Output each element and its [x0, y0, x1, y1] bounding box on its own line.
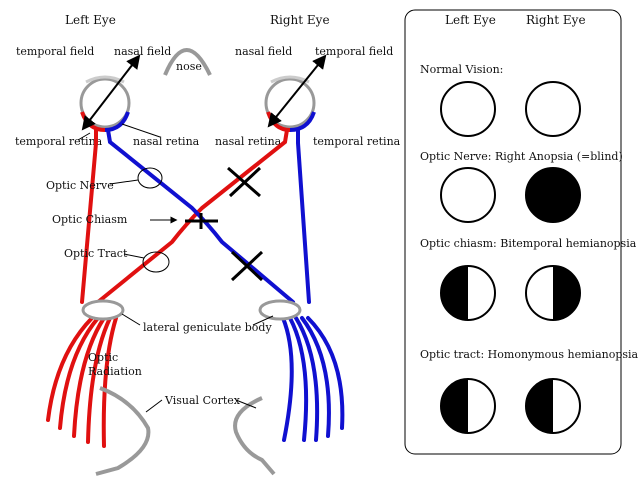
- visual-field-deficits-panel: Left Eye Right Eye Normal Vision: Optic …: [404, 9, 638, 455]
- row-optic-nerve-label: Optic Nerve: Right Anopsia (=blind): [420, 150, 623, 163]
- row-2-left-field-blind-half: [441, 266, 468, 320]
- optic-chiasm-label: Optic Chiasm: [52, 213, 128, 226]
- row-2-right-field-circle: [525, 265, 581, 321]
- lesion-markers: [185, 166, 264, 282]
- left-eye-title: Left Eye: [65, 13, 116, 27]
- nose-label: nose: [176, 60, 202, 73]
- right-optic-radiation: [281, 316, 345, 442]
- visual-cortex-left-leader: [145, 399, 163, 413]
- visual-pathway-diagram: Left Eye Right Eye nose temporal field n…: [15, 13, 401, 476]
- left-temporal-field-label: temporal field: [16, 45, 94, 58]
- lateral-geniculate-body-label: lateral geniculate body: [143, 321, 272, 334]
- right-lateral-geniculate-body: [258, 299, 302, 321]
- panel-left-eye-header: Left Eye: [445, 13, 496, 27]
- visual-cortex-label: Visual Cortex: [164, 394, 241, 407]
- row-3-left-field-blind-half: [441, 379, 468, 433]
- right-temporal-retina-label: temporal retina: [313, 135, 401, 148]
- right-temporal-field-label: temporal field: [315, 45, 393, 58]
- row-3-right-field-blind-half: [526, 379, 553, 433]
- optic-tract-lesion-marker: [230, 250, 264, 282]
- optic-nerve-highlight: [137, 167, 163, 189]
- visual-cortex-right-leader: [235, 399, 257, 409]
- row-1-left-field-circle: [440, 167, 496, 223]
- right-eye-visual-axis-arrow: [267, 54, 327, 128]
- panel-frame: [404, 9, 622, 455]
- row-normal-vision-label: Normal Vision:: [420, 63, 503, 76]
- row-0-right-field-circle: [525, 81, 581, 137]
- optic-tract-leader: [123, 253, 145, 259]
- row-2-left-field-circle: [440, 265, 496, 321]
- row-3-right-field-circle: [525, 378, 581, 434]
- optic-tract-label: Optic Tract: [64, 247, 128, 260]
- right-nasal-field-label: nasal field: [235, 45, 292, 58]
- left-optic-radiation: [46, 316, 118, 448]
- optic-nerve-lesion-marker: [227, 166, 262, 198]
- left-lateral-geniculate-body: [81, 299, 125, 321]
- nose-outline: [163, 48, 212, 76]
- left-nasal-retina-label: nasal retina: [133, 135, 200, 148]
- row-optic-chiasm-label: Optic chiasm: Bitemporal hemianopsia: [420, 237, 637, 250]
- lgb-left-leader: [121, 313, 141, 326]
- row-2-right-field-blind-half: [553, 266, 580, 320]
- left-eye-visual-axis-arrow: [81, 54, 141, 131]
- right-visual-cortex: [233, 396, 276, 476]
- optic-radiation-label-line1: Optic: [88, 351, 118, 364]
- row-1-right-field-circle: [525, 167, 581, 223]
- optic-nerve-label: Optic Nerve: [46, 179, 114, 192]
- left-temporal-retina-label: temporal retina: [15, 135, 103, 148]
- left-temporal-retina-leader: [77, 132, 91, 141]
- panel-right-eye-header: Right Eye: [526, 13, 586, 27]
- left-visual-cortex: [95, 386, 151, 476]
- lgb-right-leader: [252, 315, 274, 326]
- right-nasal-retina-label: nasal retina: [215, 135, 282, 148]
- right-temporal-fiber: [296, 128, 311, 304]
- optic-radiation-label-line2: Radiation: [88, 365, 142, 378]
- row-optic-tract-label: Optic tract: Homonymous hemianopsia: [420, 348, 638, 361]
- visual-field-circles: [440, 81, 581, 434]
- row-0-left-field-circle: [440, 81, 496, 137]
- left-temporal-fiber: [80, 128, 98, 304]
- optic-nerve-leader: [109, 179, 139, 185]
- left-nasal-field-label: nasal field: [114, 45, 171, 58]
- left-nasal-retina-leader: [121, 123, 161, 138]
- right-eye-title: Right Eye: [270, 13, 330, 27]
- row-3-left-field-circle: [440, 378, 496, 434]
- optic-tract-highlight: [142, 251, 170, 273]
